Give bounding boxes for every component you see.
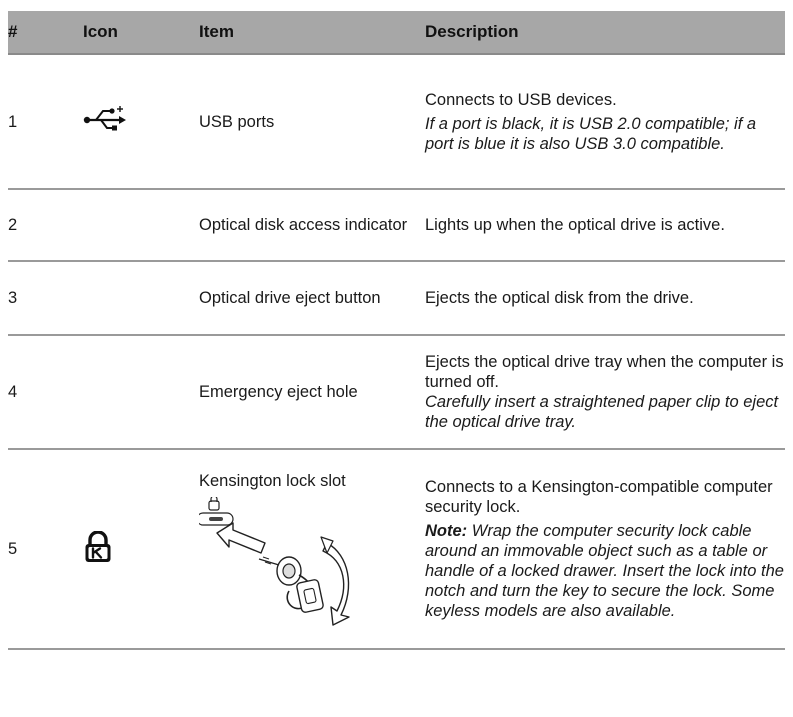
item-name: Optical disk access indicator — [199, 189, 425, 262]
kensington-lock-illustration — [199, 497, 350, 626]
item-description: Connects to a Kensington-compatible comp… — [425, 449, 785, 650]
table-header-row: # Icon Item Description — [8, 11, 785, 55]
icon-cell — [83, 261, 199, 336]
description-text: Connects to USB devices. — [425, 90, 617, 109]
description-text: Lights up when the optical drive is acti… — [425, 216, 725, 234]
description-note: If a port is black, it is USB 2.0 compat… — [425, 114, 757, 153]
item-stack: Kensington lock slot — [199, 471, 425, 627]
component-table: # Icon Item Description 1 — [8, 11, 785, 650]
usb-icon — [83, 106, 126, 131]
description-text: Ejects the optical disk from the drive. — [425, 289, 694, 307]
row-number: 3 — [8, 261, 83, 336]
item-cell: Kensington lock slot — [199, 449, 425, 650]
header-item: Item — [199, 11, 425, 55]
header-num: # — [8, 11, 83, 55]
item-description: Ejects the optical drive tray when the c… — [425, 335, 785, 450]
icon-cell — [83, 335, 199, 450]
description-note: Note: Wrap the computer security lock ca… — [425, 521, 785, 621]
description-text: Connects to a Kensington-compatible comp… — [425, 478, 773, 516]
description-text: Ejects the optical drive tray when the c… — [425, 353, 784, 391]
header-description: Description — [425, 11, 785, 55]
row-number: 5 — [8, 449, 83, 650]
table-row: 2 Optical disk access indicator Lights u… — [8, 189, 785, 262]
table-row: 4 Emergency eject hole Ejects the optica… — [8, 335, 785, 450]
icon-cell — [83, 54, 199, 190]
table-row: 3 Optical drive eject button Ejects the … — [8, 261, 785, 336]
item-name: Emergency eject hole — [199, 335, 425, 450]
item-name: Kensington lock slot — [199, 472, 346, 490]
note-label: Note: — [425, 522, 468, 540]
icon-cell — [83, 449, 199, 650]
item-name: USB ports — [199, 54, 425, 190]
note-text: Wrap the computer security lock cable ar… — [425, 522, 784, 620]
table-row: 5 Kensington lock slot — [8, 449, 785, 650]
table-row: 1 USB ports Conn — [8, 54, 785, 190]
icon-cell — [83, 189, 199, 262]
kensington-lock-icon — [85, 529, 111, 562]
item-description: Connects to USB devices. If a port is bl… — [425, 54, 785, 190]
row-number: 4 — [8, 335, 83, 450]
item-name: Optical drive eject button — [199, 261, 425, 336]
row-number: 2 — [8, 189, 83, 262]
item-description: Lights up when the optical drive is acti… — [425, 189, 785, 262]
header-icon: Icon — [83, 11, 199, 55]
item-description: Ejects the optical disk from the drive. — [425, 261, 785, 336]
description-note: Carefully insert a straightened paper cl… — [425, 393, 779, 431]
row-number: 1 — [8, 54, 83, 190]
